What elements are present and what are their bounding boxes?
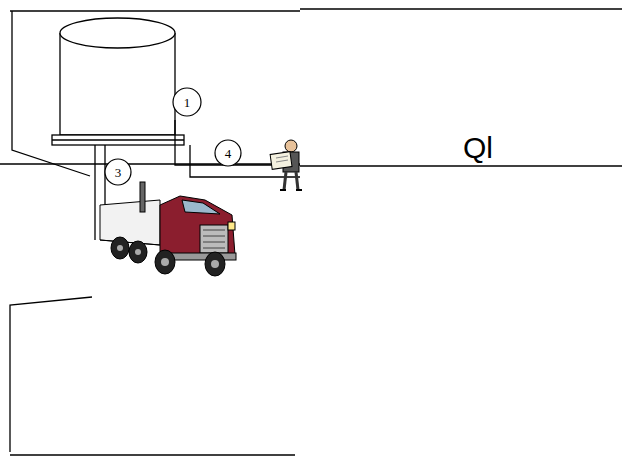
frame-lines	[0, 9, 622, 455]
callout-circles	[105, 88, 241, 185]
callout-number: 3	[114, 166, 123, 179]
truck	[100, 182, 236, 276]
storage-tank	[52, 18, 184, 145]
callout-number: 4	[224, 147, 233, 160]
person-with-map	[270, 140, 302, 190]
callout-number: 1	[183, 96, 192, 109]
question-label: Ql	[462, 133, 494, 163]
